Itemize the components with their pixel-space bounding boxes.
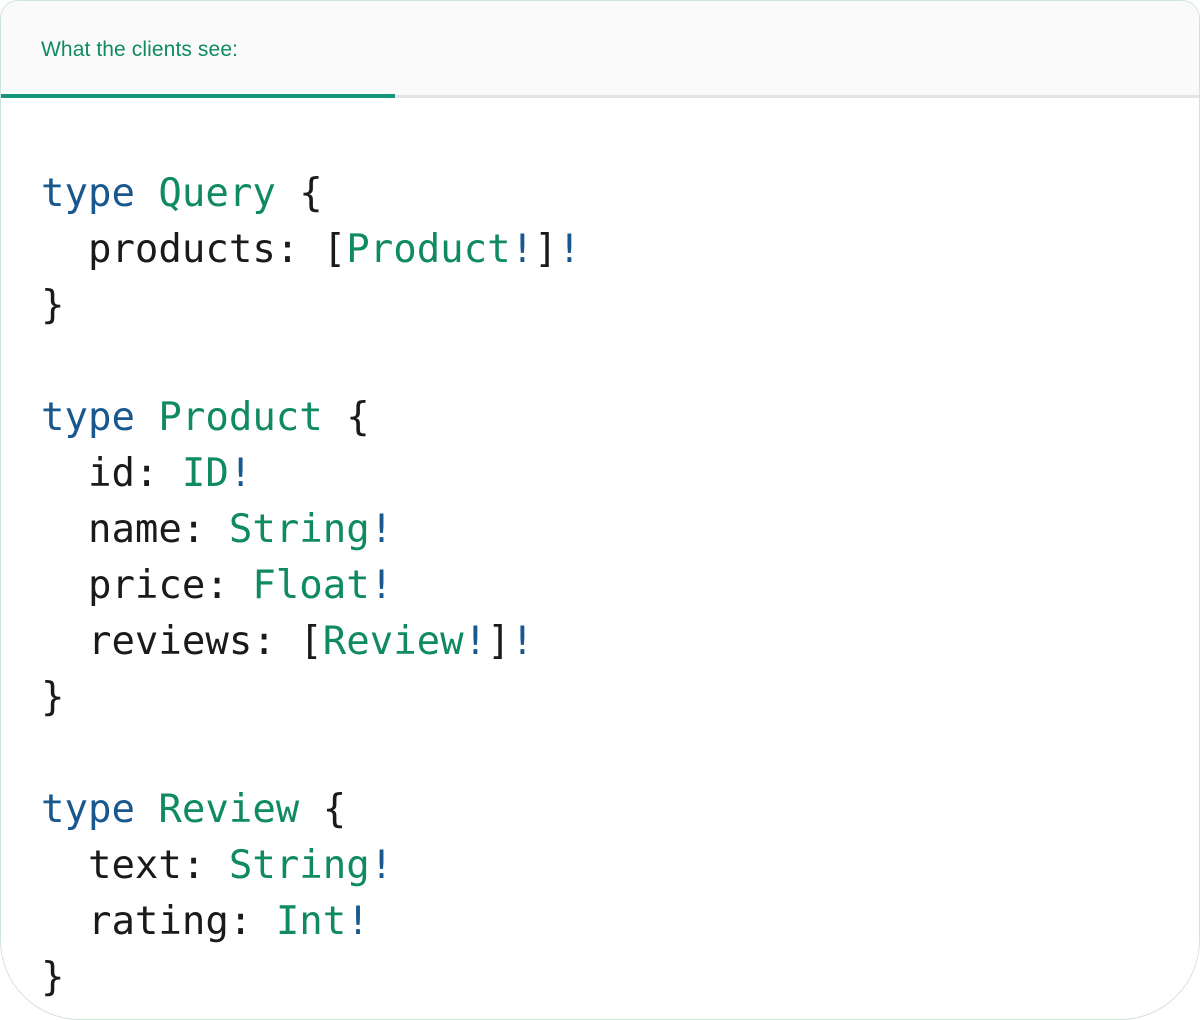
- code-token-plain: }: [41, 675, 65, 720]
- code-token-bang: !: [369, 507, 394, 552]
- tab-what-the-clients-see[interactable]: What the clients see:: [1, 1, 395, 98]
- code-token-bang: !: [228, 451, 253, 496]
- code-line: }: [41, 278, 1199, 334]
- code-token-plain: [135, 171, 158, 216]
- code-token-plain: products: [: [41, 227, 347, 272]
- graphql-schema-code[interactable]: type Query { products: [Product!]!} type…: [41, 166, 1199, 1006]
- code-token-type: Query: [158, 171, 276, 216]
- code-line: type Query {: [41, 166, 1199, 222]
- code-line: price: Float!: [41, 558, 1199, 614]
- code-token-plain: [41, 731, 64, 776]
- code-line: id: ID!: [41, 446, 1199, 502]
- code-token-bang: !: [369, 563, 394, 608]
- code-line: type Product {: [41, 390, 1199, 446]
- code-line: type Review {: [41, 782, 1199, 838]
- code-area: type Query { products: [Product!]!} type…: [1, 98, 1199, 1006]
- code-token-plain: {: [299, 787, 347, 832]
- code-token-plain: {: [275, 171, 323, 216]
- code-token-bang: !: [463, 619, 488, 664]
- code-token-bang: !: [369, 843, 394, 888]
- code-token-bang: !: [510, 619, 535, 664]
- code-token-plain: reviews: [: [41, 619, 323, 664]
- code-token-bang: !: [557, 227, 582, 272]
- code-token-plain: price:: [41, 563, 253, 608]
- code-token-type: String: [228, 507, 370, 552]
- code-line: [41, 334, 1199, 390]
- code-token-plain: }: [41, 283, 65, 328]
- code-token-plain: [41, 339, 64, 384]
- code-token-bang: !: [346, 899, 370, 944]
- code-token-plain: [135, 395, 158, 440]
- tab-bar-rule: [1, 95, 1199, 98]
- code-token-kw: type: [41, 395, 135, 440]
- code-line: rating: Int!: [41, 894, 1199, 950]
- code-token-type: Review: [158, 787, 300, 832]
- code-line: name: String!: [41, 502, 1199, 558]
- code-token-type: Product: [346, 227, 511, 272]
- code-line: text: String!: [41, 838, 1199, 894]
- code-token-plain: }: [41, 955, 65, 1000]
- code-token-plain: rating:: [41, 899, 276, 944]
- code-token-kw: type: [41, 787, 135, 832]
- code-token-type: Review: [322, 619, 464, 664]
- code-line: }: [41, 950, 1199, 1006]
- code-line: reviews: [Review!]!: [41, 614, 1199, 670]
- code-token-plain: text:: [41, 843, 229, 888]
- code-token-type: String: [228, 843, 370, 888]
- code-token-bang: !: [510, 227, 535, 272]
- tab-label: What the clients see:: [41, 37, 239, 61]
- code-token-plain: [135, 787, 158, 832]
- code-token-plain: {: [322, 395, 370, 440]
- code-token-plain: ]: [487, 619, 511, 664]
- code-token-plain: ]: [534, 227, 558, 272]
- code-token-type: Float: [252, 563, 370, 608]
- code-line: [41, 726, 1199, 782]
- code-line: }: [41, 670, 1199, 726]
- code-token-type: Int: [275, 899, 347, 944]
- code-token-type: ID: [181, 451, 229, 496]
- code-token-type: Product: [158, 395, 323, 440]
- code-token-kw: type: [41, 171, 135, 216]
- tab-active-indicator: [1, 94, 395, 98]
- code-line: products: [Product!]!: [41, 222, 1199, 278]
- code-token-plain: id:: [41, 451, 182, 496]
- code-token-plain: name:: [41, 507, 229, 552]
- tab-bar: What the clients see:: [1, 1, 1199, 98]
